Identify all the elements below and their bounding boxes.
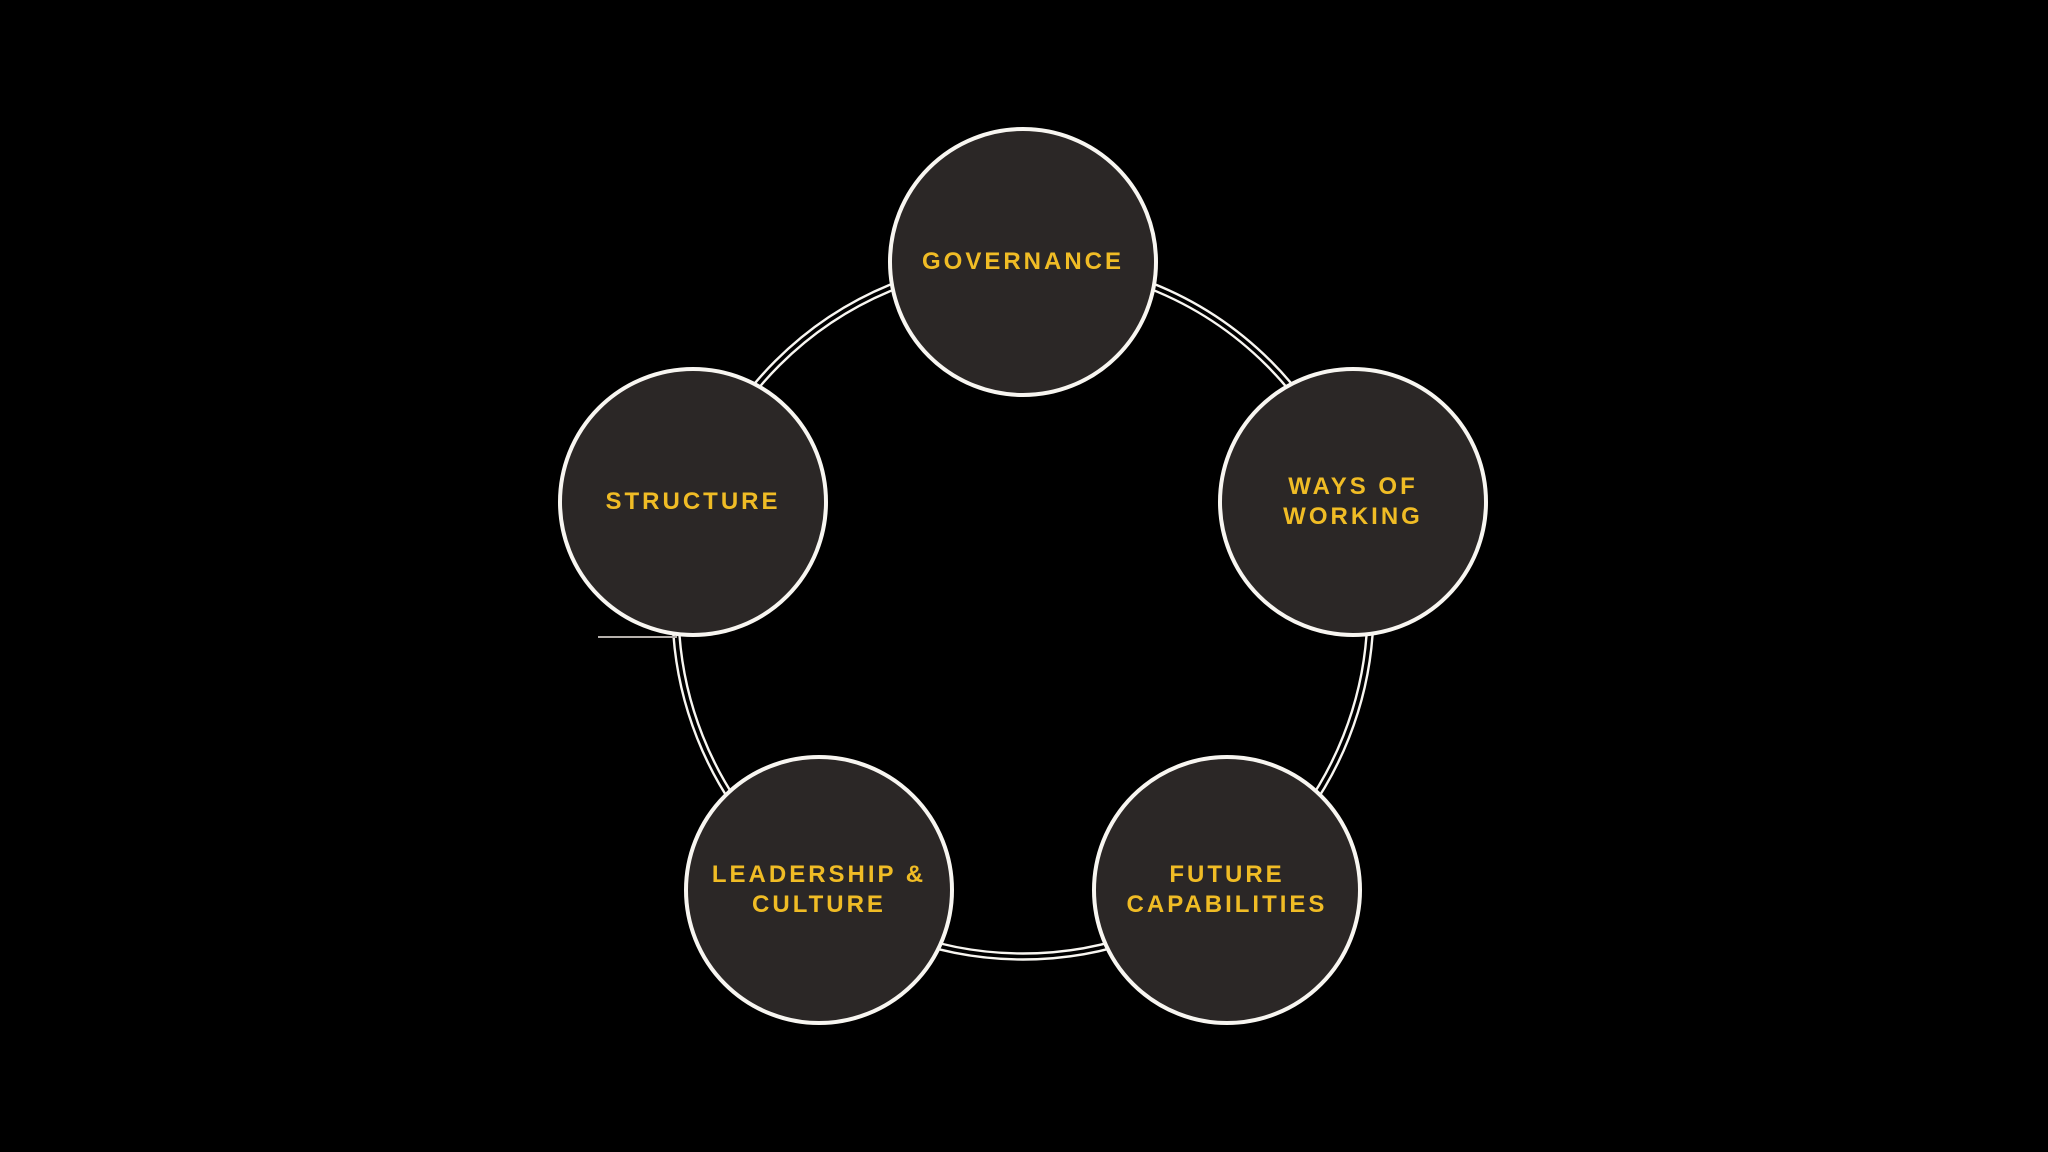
node-future-capabilities-label: FUTURE CAPABILITIES <box>1126 861 1328 918</box>
node-governance-label: GOVERNANCE <box>921 248 1125 275</box>
node-ways-of-working: WAYS OF WORKING <box>1218 367 1488 637</box>
node-structure-label: STRUCTURE <box>605 488 781 515</box>
node-structure: STRUCTURE <box>558 367 828 637</box>
node-governance: GOVERNANCE <box>888 127 1158 397</box>
node-ways-of-working-label: WAYS OF WORKING <box>1283 473 1423 530</box>
node-leadership-culture: LEADERSHIP & CULTURE <box>684 755 954 1025</box>
node-leadership-culture-label: LEADERSHIP & CULTURE <box>711 861 927 918</box>
node-future-capabilities: FUTURE CAPABILITIES <box>1092 755 1362 1025</box>
